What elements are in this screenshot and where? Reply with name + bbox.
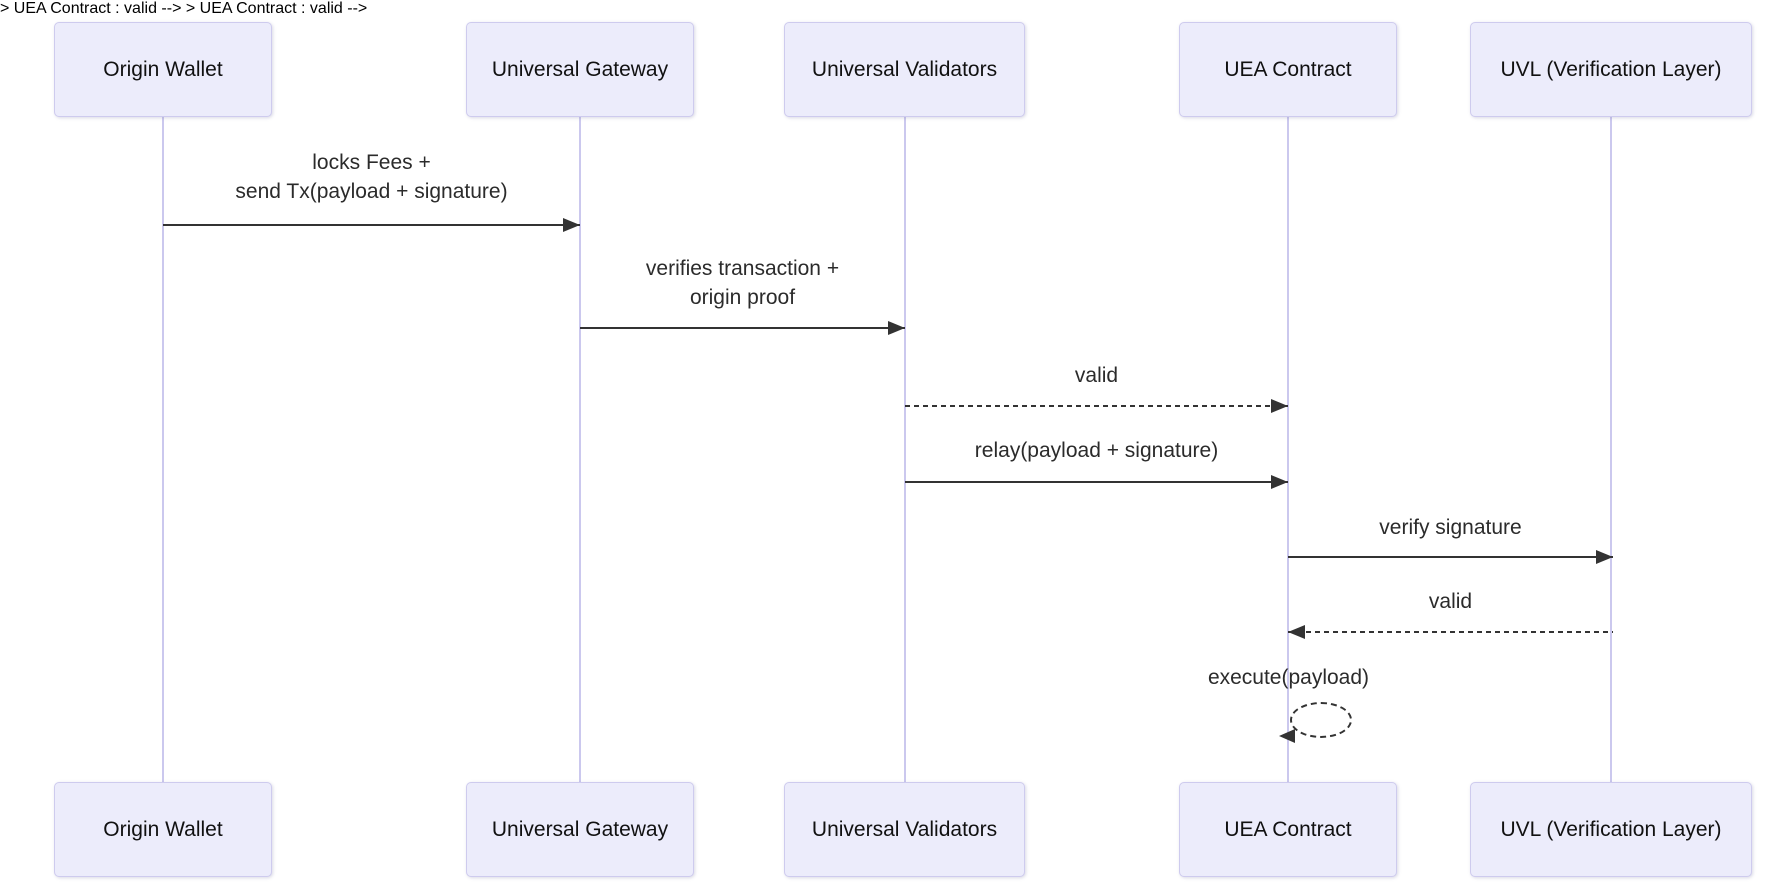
actor-uvl-verification-layer-bottom: UVL (Verification Layer) [1470,782,1752,877]
message-arrow-6 [1288,625,1613,639]
actor-origin-wallet-bottom: Origin Wallet [54,782,272,877]
actor-uea-contract-bottom: UEA Contract [1179,782,1397,877]
arrowhead-icon [1271,399,1288,413]
message-arrow-2 [580,321,905,335]
message-arrow-1 [163,218,580,232]
lifeline-universal-gateway [579,117,581,782]
message-label-execute-payload: execute(payload) [1207,666,1370,689]
lifeline-uvl-verification-layer [1610,117,1612,782]
actor-uea-contract-top: UEA Contract [1179,22,1397,117]
actor-label: Universal Validators [811,57,998,81]
actor-label: Universal Gateway [491,57,669,81]
message-label-verify-signature: verify signature [1379,516,1522,539]
message-arrow-3 [905,399,1288,413]
arrowhead-icon [1271,475,1288,489]
actor-universal-validators-bottom: Universal Validators [784,782,1025,877]
actor-label: Universal Gateway [491,817,669,841]
actor-origin-wallet-top: Origin Wallet [54,22,272,117]
actor-label: UEA Contract [1224,817,1352,841]
self-message-loop-arc [1290,702,1352,738]
message-label-valid-1: valid [1074,364,1119,387]
arrowhead-icon [1279,729,1295,743]
actor-label: UVL (Verification Layer) [1500,57,1722,81]
message-arrow-4 [905,475,1288,489]
lifeline-origin-wallet [162,117,164,782]
actor-universal-gateway-top: Universal Gateway [466,22,694,117]
lifeline-universal-validators [904,117,906,782]
actor-label: UVL (Verification Layer) [1500,817,1722,841]
arrowhead-icon [563,218,580,232]
actor-label: Origin Wallet [103,817,223,841]
arrowhead-icon [1596,550,1613,564]
message-label-locks-fees: locks Fees + send Tx(payload + signature… [235,151,508,203]
arrowhead-icon [888,321,905,335]
actor-universal-gateway-bottom: Universal Gateway [466,782,694,877]
actor-uvl-verification-layer-top: UVL (Verification Layer) [1470,22,1752,117]
actor-label: Universal Validators [811,817,998,841]
actor-label: Origin Wallet [103,57,223,81]
arrowhead-icon [1288,625,1305,639]
message-label-verifies-transaction: verifies transaction + origin proof [645,257,840,309]
message-label-valid-2: valid [1428,590,1473,613]
actor-universal-validators-top: Universal Validators [784,22,1025,117]
lifeline-uea-contract [1287,117,1289,782]
actor-label: UEA Contract [1224,57,1352,81]
message-arrow-5 [1288,550,1613,564]
message-label-relay: relay(payload + signature) [974,439,1219,462]
